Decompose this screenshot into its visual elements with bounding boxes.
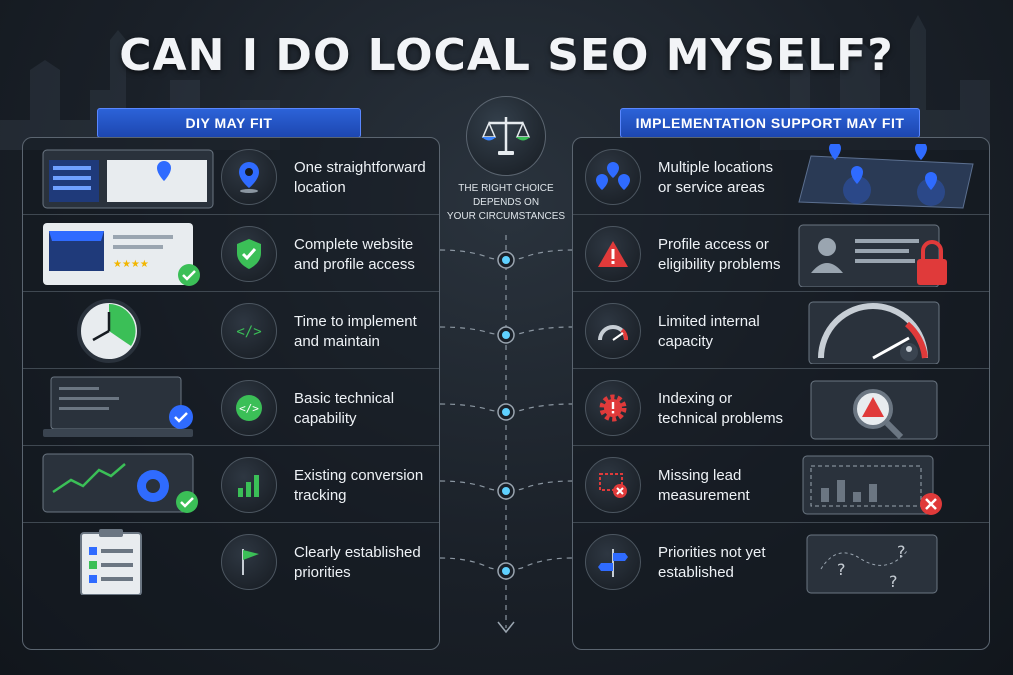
label-line: Existing conversion [294,467,424,484]
diy-row-access: ★★★★ Complete website and profile access [23,215,439,292]
support-row-label: Multiple locations or service areas [658,158,803,198]
center-caption: THE RIGHT CHOICE DEPENDS ON YOUR CIRCUMS… [446,182,566,224]
diy-panel: One straightforward location ★★★★ Comple… [22,137,440,650]
label-line: Basic technical [294,390,395,407]
page-title: CAN I DO LOCAL SEO MYSELF? [119,30,894,81]
flag-icon [221,534,277,590]
svg-text:?: ? [837,560,846,579]
map-pin-icon [221,149,277,205]
label-line: capability [294,410,357,427]
gauge-icon [585,303,641,359]
support-row-indexing: Indexing or technical problems [573,369,989,446]
label-line: Multiple locations [658,159,774,176]
missing-box-icon [585,457,641,513]
diy-row-location: One straightforward location [23,138,439,215]
laptop-illustration [43,376,193,437]
question-marks-illustration: ? ? ? [806,534,938,594]
speedometer-illustration [808,301,940,364]
label-line: or service areas [658,179,765,196]
map-pins-illustration [798,144,974,209]
label-line: Clearly established [294,544,421,561]
diy-row-technical: </> Basic technical capability [23,369,439,446]
svg-text:</>: </> [239,402,259,415]
warning-icon [585,226,641,282]
support-row-label: Priorities not yet established [658,543,803,583]
label-line: priorities [294,564,351,581]
label-line: tracking [294,487,347,504]
diy-row-label: One straightforward location [294,158,439,198]
empty-chart-illustration [802,455,942,515]
shield-check-icon [221,226,277,282]
support-row-access: Profile access or eligibility problems [573,215,989,292]
business-profile-illustration: ★★★★ [43,223,200,286]
diy-row-label: Basic technical capability [294,389,439,429]
clock-illustration [77,299,141,363]
support-row-label: Profile access or eligibility problems [658,235,803,275]
label-line: capacity [658,333,714,350]
label-line: Limited internal [658,313,760,330]
label-line: and profile access [294,256,415,273]
label-line: location [294,179,346,196]
diy-row-label: Complete website and profile access [294,235,439,275]
diy-row-label: Time to implement and maintain [294,312,439,352]
center-line-1: THE RIGHT CHOICE [458,183,554,194]
label-line: technical problems [658,410,784,427]
bar-chart-icon [221,457,277,513]
analytics-illustration [42,453,198,513]
svg-text:</>: </> [236,324,261,340]
diy-row-label: Existing conversion tracking [294,466,439,506]
locked-profile-illustration [798,224,947,287]
support-row-locations: Multiple locations or service areas [573,138,989,215]
label-line: Priorities not yet [658,544,766,561]
label-line: Time to implement [294,313,417,330]
support-row-measurement: Missing lead measurement [573,446,989,523]
label-line: Indexing or [658,390,733,407]
svg-text:?: ? [897,542,906,561]
label-line: and maintain [294,333,380,350]
multiple-pins-icon [585,149,641,205]
label-line: measurement [658,487,750,504]
support-row-label: Indexing or technical problems [658,389,803,429]
diy-heading: DIY MAY FIT [97,108,361,138]
support-row-label: Limited internal capacity [658,312,803,352]
label-line: Profile access or [658,236,769,253]
support-row-capacity: Limited internal capacity [573,292,989,369]
label-line: One straightforward [294,159,426,176]
diy-row-tracking: Existing conversion tracking [23,446,439,523]
scale-icon [466,96,546,176]
magnifier-warning-illustration [810,380,938,440]
svg-text:★★★★: ★★★★ [113,259,149,270]
clipboard-illustration [80,529,142,595]
warning-gear-icon [585,380,641,436]
svg-text:?: ? [889,572,898,591]
code-icon: </> [221,303,277,359]
diy-row-label: Clearly established priorities [294,543,439,583]
support-row-priorities: Priorities not yet established ? ? ? [573,523,989,600]
label-line: Complete website [294,236,414,253]
diy-row-time: </> Time to implement and maintain [23,292,439,369]
signpost-icon [585,534,641,590]
center-line-2: DEPENDS ON [472,197,540,208]
code-icon: </> [221,380,277,436]
support-heading: IMPLEMENTATION SUPPORT MAY FIT [620,108,920,138]
label-line: Missing lead [658,467,742,484]
map-browser-illustration [42,149,214,209]
support-row-label: Missing lead measurement [658,466,803,506]
label-line: eligibility problems [658,256,781,273]
diy-row-priorities: Clearly established priorities [23,523,439,600]
center-line-3: YOUR CIRCUMSTANCES [446,211,566,222]
support-panel: Multiple locations or service areas Prof… [572,137,990,650]
label-line: established [658,564,734,581]
